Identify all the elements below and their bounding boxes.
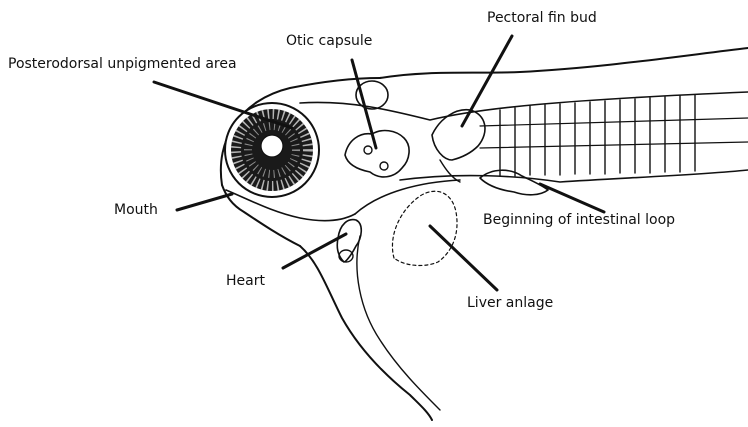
pectoral-fin-base bbox=[440, 160, 460, 182]
ventral-outline bbox=[300, 246, 432, 420]
otolith-2 bbox=[380, 162, 388, 170]
label-heart: Heart bbox=[226, 274, 265, 288]
pointer-pectoral bbox=[462, 36, 512, 126]
notochord-line bbox=[480, 118, 748, 126]
notochord-line-lower bbox=[480, 142, 748, 148]
pointer-intestinal bbox=[540, 184, 604, 212]
label-mouth: Mouth bbox=[114, 203, 158, 217]
intestinal-loop bbox=[480, 170, 548, 195]
label-posterodorsal-unpigmented-area: Posterodorsal unpigmented area bbox=[8, 57, 237, 71]
liver-anlage-shape bbox=[392, 191, 457, 265]
label-otic-capsule: Otic capsule bbox=[286, 34, 372, 48]
myotome-stripes bbox=[500, 95, 695, 176]
pointer-liver bbox=[430, 226, 497, 290]
inner-ventral bbox=[357, 236, 440, 410]
dorsal-outline bbox=[380, 48, 748, 78]
otic-capsule-shape bbox=[345, 131, 409, 177]
label-liver-anlage: Liver anlage bbox=[467, 296, 553, 310]
otolith-1 bbox=[364, 146, 372, 154]
eye bbox=[225, 103, 319, 197]
eye-lens bbox=[261, 135, 283, 157]
label-beginning-of-intestinal-loop: Beginning of intestinal loop bbox=[483, 213, 675, 227]
label-pectoral-fin-bud: Pectoral fin bud bbox=[487, 11, 597, 25]
yolk-outline bbox=[355, 180, 460, 214]
jaw-line bbox=[226, 190, 355, 221]
pointer-mouth bbox=[177, 194, 232, 210]
